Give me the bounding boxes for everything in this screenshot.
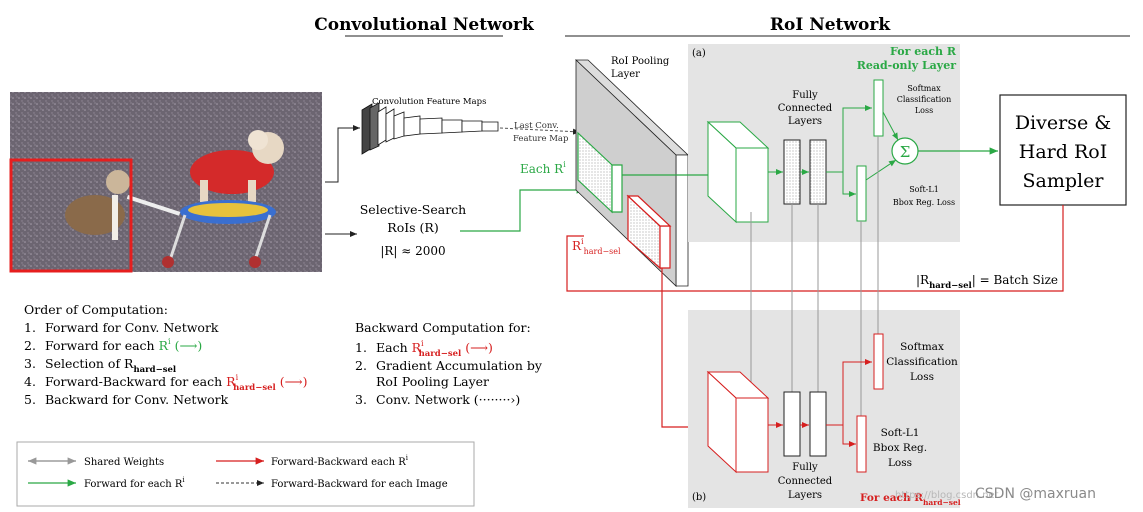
legend-box <box>16 441 475 507</box>
fc-bot-label-2: Connected <box>778 476 833 487</box>
softmax-a-box <box>873 79 884 137</box>
panel-b-label: (b) <box>692 492 706 503</box>
svg-text:Forward for each Ri(⟶): Forward for each Ri(⟶) <box>45 337 202 353</box>
conv-feature-maps <box>361 102 499 155</box>
legend-image-label: Forward-Backward for each Image <box>271 479 448 490</box>
softmax-a-label-2: Classification <box>897 95 952 104</box>
fc-top-label-3: Layers <box>788 116 822 127</box>
fc-top-label-2: Connected <box>778 103 833 114</box>
order-title: Order of Computation: <box>24 302 168 317</box>
bbox-b-box <box>856 415 867 473</box>
softmax-b-label-3: Loss <box>910 371 934 383</box>
selected-roi-box <box>9 158 133 273</box>
bbox-a-label-2: Bbox Reg. Loss <box>893 198 955 207</box>
softmax-b-box <box>873 333 884 390</box>
each-r-label: Each Ri <box>520 160 566 176</box>
last-conv-label-2: Feature Map <box>513 134 569 144</box>
svg-text:Selection of Rhard−sel: Selection of Rhard−sel <box>45 356 177 375</box>
roi-pooling-label-1: RoI Pooling <box>611 56 670 67</box>
for-each-hard-label: For each Rhard−sel <box>860 492 961 507</box>
input-photo <box>10 92 322 272</box>
bbox-a-label-1: Soft-L1 <box>909 185 939 194</box>
bbox-b-label-1: Soft-L1 <box>881 427 920 439</box>
svg-text:Conv. Network (········›): Conv. Network (········›) <box>376 392 520 407</box>
diverse-hard-roi-sampler <box>999 94 1127 206</box>
backward-item-2: 2. Gradient Accumulation by RoI Pooling … <box>355 358 543 389</box>
svg-text:3.: 3. <box>355 392 367 407</box>
ss-label-2: RoIs (R) <box>387 220 438 235</box>
softmax-a-label-1: Softmax <box>907 84 941 93</box>
pooled-feature-cube-b <box>706 370 770 474</box>
svg-text:Forward-Backward for each Riha: Forward-Backward for each Rihard−sel(⟶) <box>45 373 307 393</box>
legend-fwdbwd-label: Forward-Backward each Ri <box>271 454 409 468</box>
arrow-fc-b-to-bbox <box>842 425 856 447</box>
arrow-softmax-to-sigma <box>882 111 899 141</box>
panel-a-label: (a) <box>692 48 706 59</box>
arrow-fc-a-to-softmax <box>826 105 872 173</box>
softmax-a-label-3: Loss <box>915 106 933 115</box>
bbox-b-label-2: Bbox Reg. <box>873 442 927 454</box>
sampler-label-3: Sampler <box>1023 170 1105 192</box>
sum-symbol: Σ <box>900 143 911 161</box>
svg-text:RoI Pooling Layer: RoI Pooling Layer <box>376 374 489 389</box>
svg-text:Forward for Conv. Network: Forward for Conv. Network <box>45 320 219 335</box>
softmax-b-label-2: Classification <box>886 356 958 368</box>
bbox-b-label-3: Loss <box>888 457 912 469</box>
arrow-fc-a-to-bbox <box>842 172 856 197</box>
arrow-fc-b-to-softmax <box>826 359 872 426</box>
svg-text:1.: 1. <box>355 340 367 355</box>
fc-layer-a-2 <box>809 139 827 205</box>
svg-text:1.: 1. <box>24 320 36 335</box>
svg-text:3.: 3. <box>24 356 36 371</box>
ss-label-3: |R| ≈ 2000 <box>380 244 445 258</box>
order-item-1: 1. Forward for Conv. Network <box>24 320 219 335</box>
backward-item-3: 3. Conv. Network (········›) <box>355 392 520 407</box>
conv-feature-maps-label: Convolution Feature Maps <box>372 97 486 107</box>
fc-bot-label-1: Fully <box>792 462 818 473</box>
svg-text:5.: 5. <box>24 392 36 407</box>
fc-layer-b-2 <box>809 391 827 457</box>
svg-text:2.: 2. <box>355 358 367 373</box>
conv-network-title: Convolutional Network <box>314 15 535 35</box>
svg-text:4.: 4. <box>24 374 36 389</box>
legend-shared-label: Shared Weights <box>84 457 164 468</box>
arrow-ss-to-roi-green <box>460 186 585 232</box>
legend-forward-label: Forward for each Ri <box>84 476 185 490</box>
svg-text:Each Rihard−sel(⟶): Each Rihard−sel(⟶) <box>376 339 493 359</box>
sampler-label-1: Diverse & <box>1015 112 1111 134</box>
ss-label-1: Selective-Search <box>360 202 467 217</box>
read-only-label: Read-only Layer <box>857 59 957 72</box>
for-each-r-label: For each R <box>890 45 957 58</box>
order-item-3: 3. Selection of Rhard−sel <box>24 356 177 375</box>
order-item-5: 5. Backward for Conv. Network <box>24 392 229 407</box>
arrow-sampler-feedback-red <box>566 205 1064 292</box>
fc-layer-a-1 <box>783 139 801 205</box>
fc-bot-label-3: Layers <box>788 490 822 501</box>
csdn-credit: CSDN @maxruan <box>975 486 1096 502</box>
svg-text:2.: 2. <box>24 338 36 353</box>
r-hard-label: Rihard−sel <box>572 237 621 256</box>
pooled-feature-cube-a <box>706 120 770 224</box>
bbox-a-box <box>856 165 867 222</box>
watermark-url: https://blog.csdn.net <box>895 490 999 501</box>
backward-title: Backward Computation for: <box>355 320 531 335</box>
roi-network-title: RoI Network <box>770 15 891 35</box>
roi-pooling-label-2: Layer <box>611 69 640 80</box>
arrow-last-conv <box>499 127 581 135</box>
sampler-label-2: Hard RoI <box>1019 141 1107 163</box>
order-item-2: 2. Forward for each Ri(⟶) <box>24 337 202 353</box>
fc-top-label-1: Fully <box>792 90 818 101</box>
svg-text:Backward for Conv. Network: Backward for Conv. Network <box>45 392 229 407</box>
batch-size-label: |Rhard−sel| = Batch Size <box>916 273 1058 291</box>
fc-layer-b-1 <box>783 391 801 457</box>
arrow-image-to-conv <box>325 125 360 183</box>
roi-pooling-layer <box>574 59 690 287</box>
svg-text:Gradient Accumulation by: Gradient Accumulation by <box>376 358 543 373</box>
arrow-bbox-to-sigma <box>865 159 897 181</box>
softmax-b-label-1: Softmax <box>900 341 944 353</box>
last-conv-label-1: Last Conv. <box>514 121 559 131</box>
